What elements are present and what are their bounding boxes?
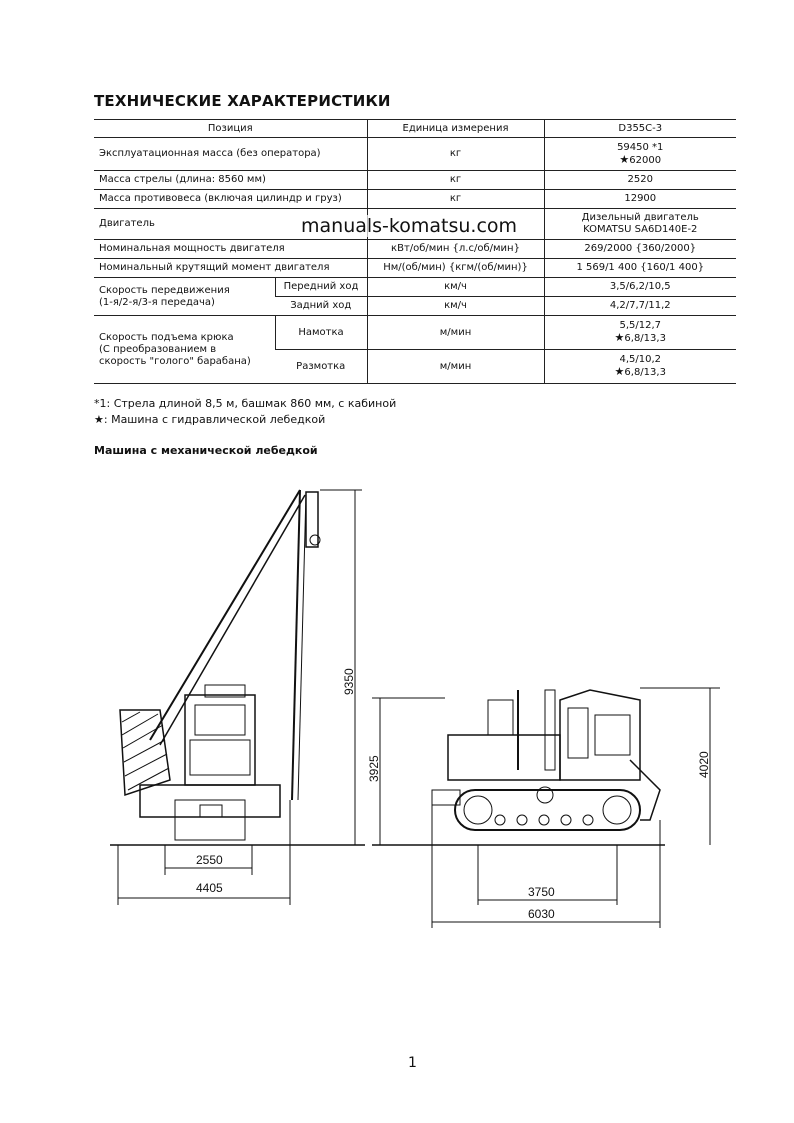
header-unit: Единица измерения (366, 119, 544, 138)
star-icon: ★ (614, 365, 625, 378)
dimension-label: 4405 (196, 881, 223, 895)
row-label: Масса стрелы (длина: 8560 мм) (94, 170, 367, 190)
spec-table: Позиция Единица измерения D355C-3 Эксплу… (94, 119, 736, 384)
machine-drawing: 9350 2550 4405 (110, 489, 720, 928)
side-view: 3925 4020 3750 6030 (367, 687, 720, 928)
star-icon: ★ (94, 413, 104, 426)
table-row: Эксплуатационная масса (без оператора) к… (94, 137, 736, 171)
row-value: 4,5/10,2 ★6,8/13,3 (543, 349, 736, 384)
row-value: 12900 (543, 189, 736, 209)
row-unit: км/ч (366, 277, 544, 297)
header-model: D355C-3 (543, 119, 736, 138)
dimension-label: 9350 (342, 668, 356, 695)
row-unit: кг (366, 137, 544, 171)
footnotes: *1: Стрела длиной 8,5 м, башмак 860 мм, … (94, 396, 396, 428)
table-row: Скорость передвижения (1-я/2-я/3-я перед… (94, 277, 736, 316)
table-row: Номинальная мощность двигателя кВт/об/ми… (94, 239, 736, 259)
row-sublabel: Задний ход (275, 296, 367, 316)
row-unit: кВт/об/мин {л.с/об/мин} (366, 239, 544, 259)
row-sublabel: Передний ход (274, 277, 367, 297)
dimension-label: 3925 (367, 755, 381, 782)
row-label: Скорость передвижения (1-я/2-я/3-я перед… (94, 277, 275, 316)
table-row: Номинальный крутящий момент двигателя Нм… (94, 258, 736, 278)
page-number: 1 (408, 1055, 417, 1071)
row-label: Номинальная мощность двигателя (94, 239, 367, 259)
row-value: 5,5/12,7 ★6,8/13,3 (543, 315, 736, 350)
front-view: 9350 2550 4405 (110, 489, 365, 905)
value-line: KOMATSU SA6D140E-2 (583, 224, 698, 235)
row-label: Номинальный крутящий момент двигателя (94, 258, 367, 278)
table-row: Скорость подъема крюка (С преобразование… (94, 315, 736, 384)
section-title: Машина с механической лебедкой (94, 444, 318, 457)
row-unit: км/ч (366, 296, 544, 316)
row-label: Скорость подъема крюка (С преобразование… (94, 315, 275, 384)
footnote: *1: Стрела длиной 8,5 м, башмак 860 мм, … (94, 397, 397, 410)
table-row: Задний ход км/ч 4,2/7,7/11,2 (94, 296, 736, 316)
row-unit: Нм/(об/мин) {кгм/(об/мин)} (366, 258, 544, 278)
value-line: 59450 *1 (617, 141, 664, 153)
table-row: Размотка м/мин 4,5/10,2 ★6,8/13,3 (94, 349, 736, 384)
row-sublabel: Размотка (275, 349, 367, 384)
row-unit: кг (366, 170, 544, 190)
row-value: Дизельный двигатель KOMATSU SA6D140E-2 (543, 208, 736, 240)
table-header-row: Позиция Единица измерения D355C-3 (94, 119, 736, 138)
dimension-label: 3750 (528, 885, 555, 899)
table-row: Масса стрелы (длина: 8560 мм) кг 2520 (94, 170, 736, 190)
row-unit: кг (366, 189, 544, 209)
header-position: Позиция (94, 119, 367, 138)
row-value: 269/2000 {360/2000} (543, 239, 736, 259)
footnote: ★: Машина с гидравлической лебедкой (94, 413, 326, 426)
row-value: 4,2/7,7/11,2 (543, 296, 736, 316)
row-unit: м/мин (366, 315, 544, 350)
value-line: ★62000 (619, 152, 662, 166)
dimension-label: 4020 (697, 751, 711, 778)
table-row: Масса противовеса (включая цилиндр и гру… (94, 189, 736, 209)
row-value: 1 569/1 400 {160/1 400} (543, 258, 736, 278)
dimension-label: 6030 (528, 907, 555, 921)
dimension-label: 2550 (196, 853, 223, 867)
row-label: Эксплуатационная масса (без оператора) (94, 137, 367, 171)
row-value: 59450 *1 ★62000 (543, 137, 736, 171)
row-label: Масса противовеса (включая цилиндр и гру… (94, 189, 367, 209)
row-unit: м/мин (366, 349, 544, 384)
row-value: 3,5/6,2/10,5 (543, 277, 736, 297)
watermark: manuals-komatsu.com (299, 215, 520, 237)
page-title: ТЕХНИЧЕСКИЕ ХАРАКТЕРИСТИКИ (94, 92, 391, 110)
value-line: Дизельный двигатель (581, 212, 699, 223)
star-icon: ★ (614, 331, 625, 344)
star-icon: ★ (619, 152, 630, 166)
row-value: 2520 (543, 170, 736, 190)
row-sublabel: Намотка (274, 315, 367, 350)
